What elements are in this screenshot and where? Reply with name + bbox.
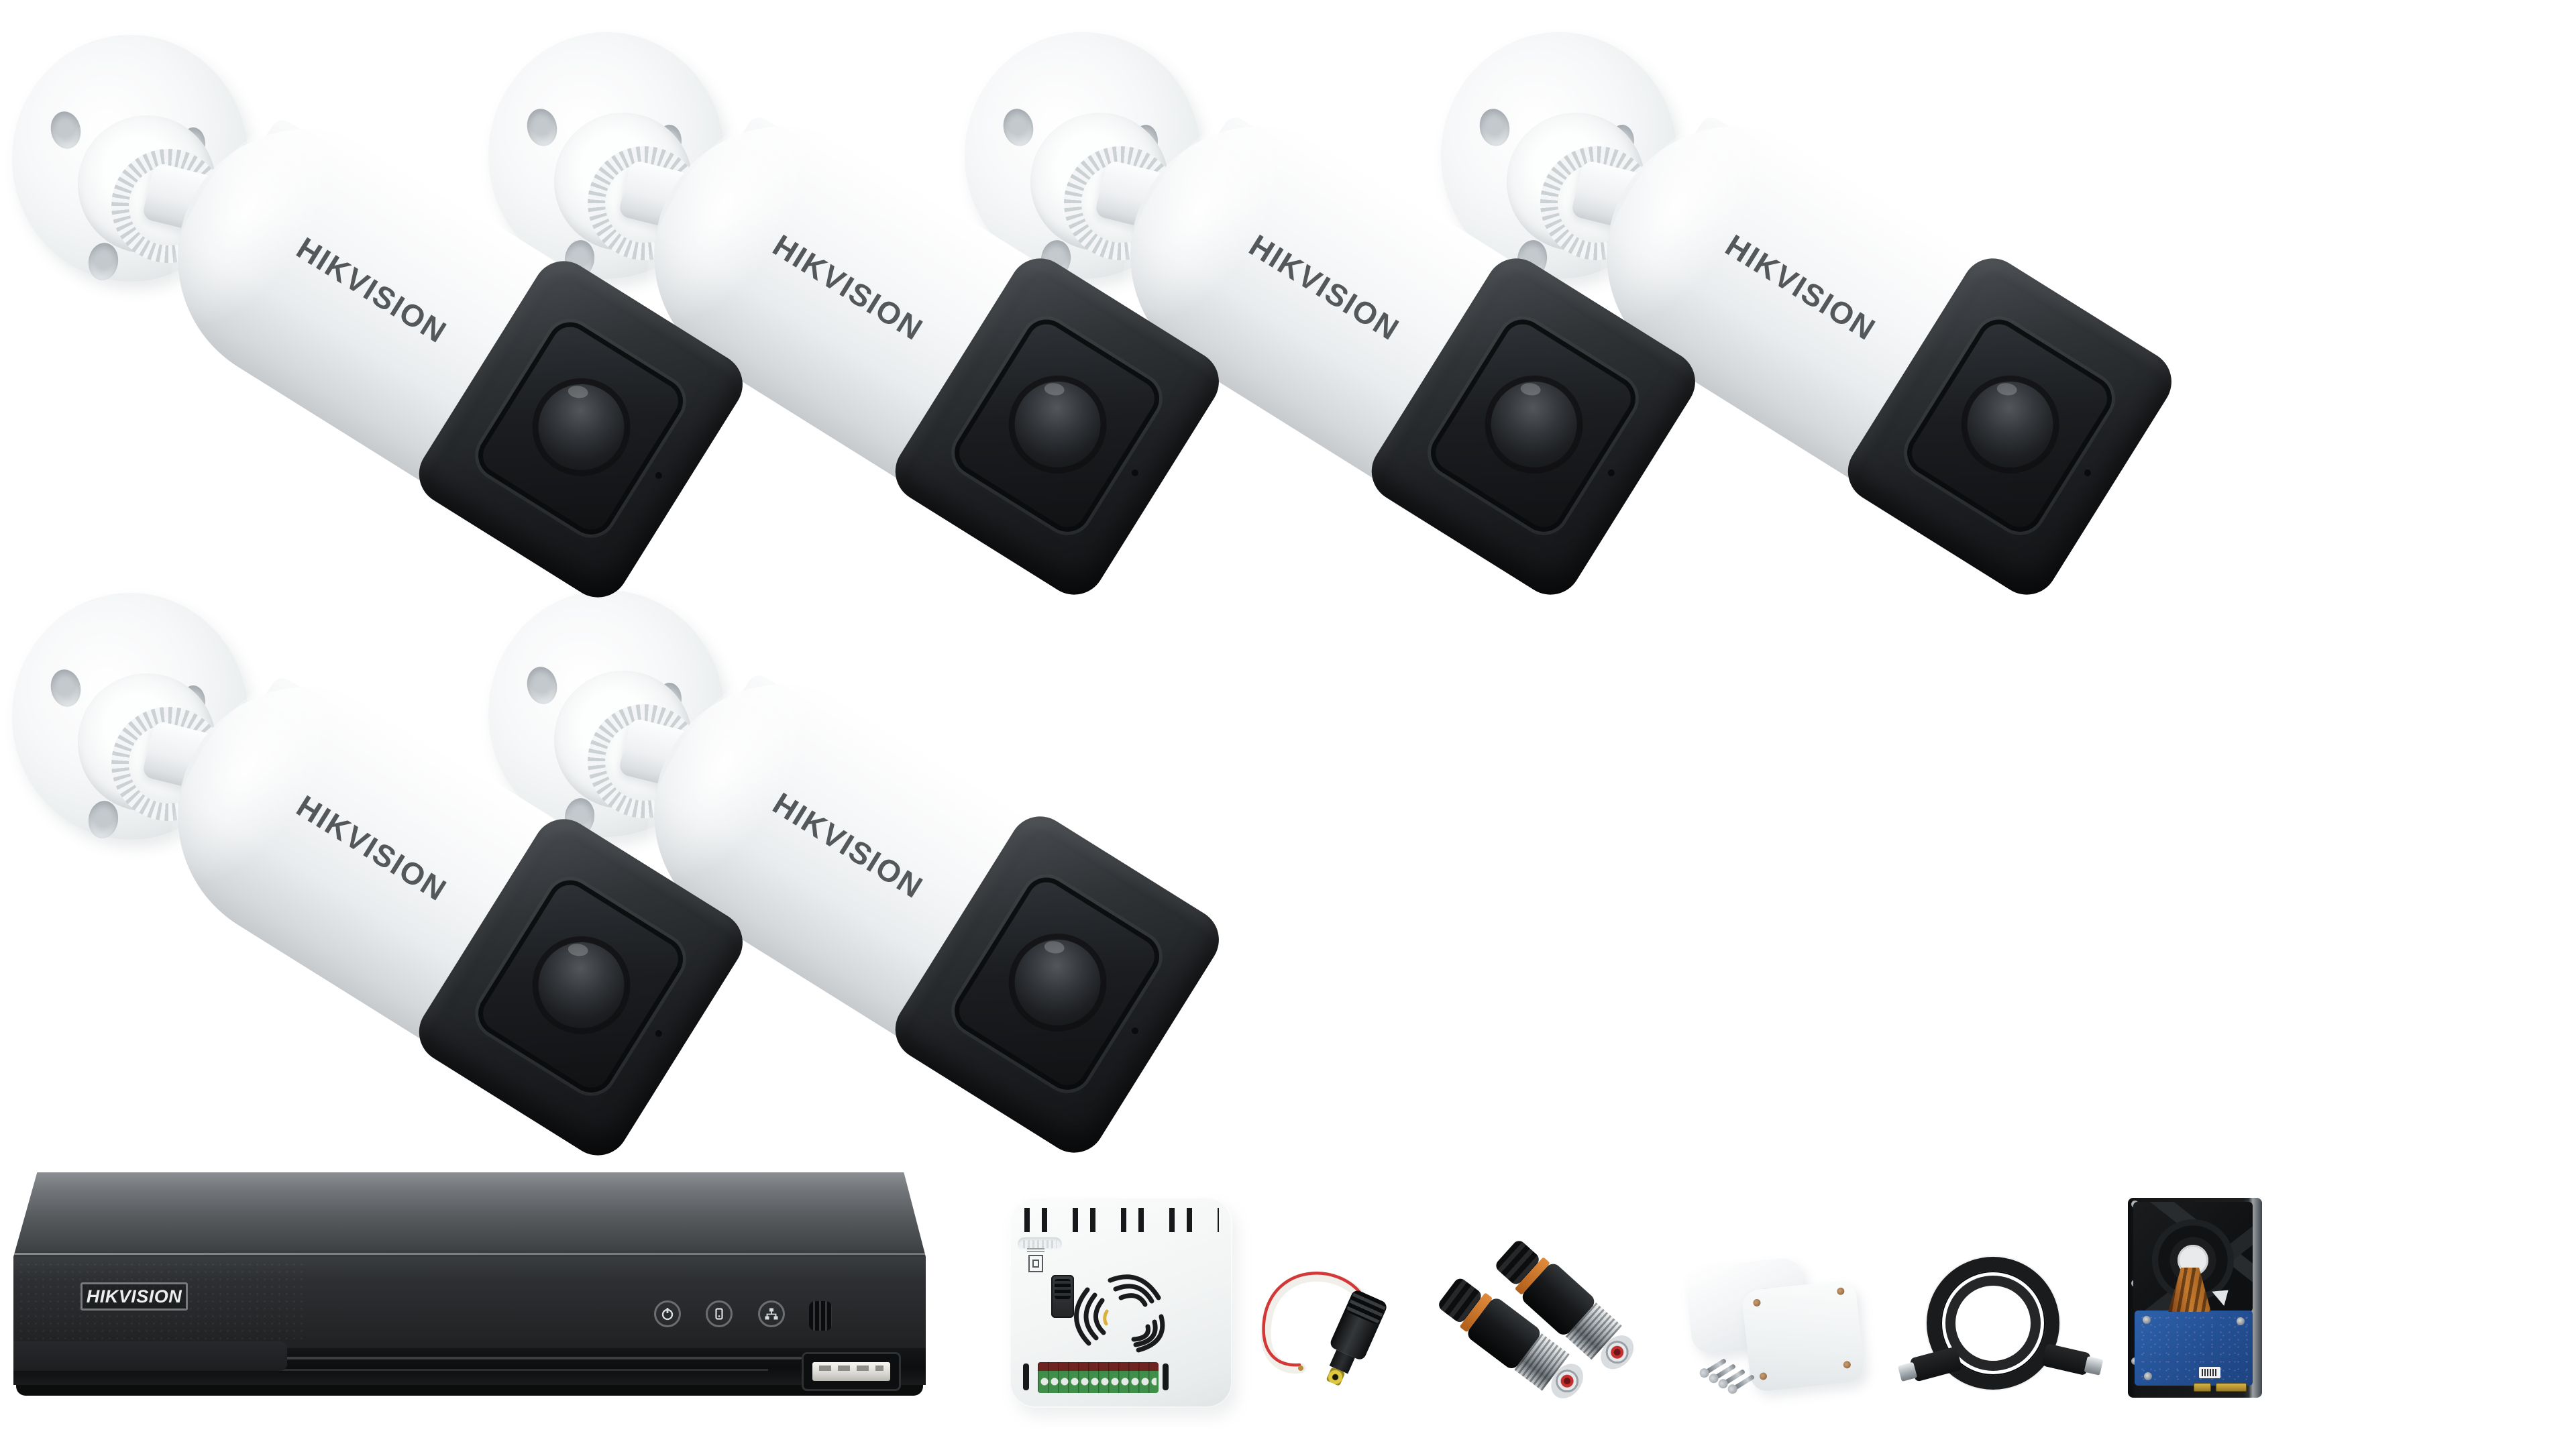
network-indicator-icon bbox=[758, 1300, 785, 1327]
junction-box-base bbox=[1741, 1279, 1866, 1393]
ir-receiver bbox=[809, 1301, 832, 1331]
usb-port-tongue bbox=[812, 1362, 890, 1381]
emboss-detail bbox=[1018, 1237, 1062, 1251]
camera-lens bbox=[513, 917, 649, 1053]
junction-box-hole bbox=[1759, 1372, 1768, 1381]
hdmi-cable-coil bbox=[1909, 1253, 2091, 1400]
hdd-circuit-board bbox=[2135, 1311, 2253, 1386]
power-switch bbox=[1051, 1275, 1074, 1318]
vent-arcs bbox=[1074, 1274, 1165, 1353]
bullet-camera-3: HIKVISION bbox=[965, 16, 1756, 606]
vent-accent bbox=[1103, 1309, 1109, 1326]
power-supply-box bbox=[1010, 1197, 1232, 1408]
mount-screw-hole bbox=[86, 799, 121, 840]
pcb-screw bbox=[2237, 1317, 2245, 1325]
dvr-front-step bbox=[13, 1341, 287, 1371]
junction-box-hole bbox=[1843, 1360, 1851, 1369]
camera-lens bbox=[513, 359, 649, 495]
hdd-mechanism bbox=[2133, 1202, 2253, 1312]
vent-slot bbox=[1023, 1363, 1029, 1390]
camera-lens-window bbox=[470, 871, 692, 1101]
hdd-indicator-icon bbox=[706, 1300, 733, 1327]
usb-port bbox=[802, 1352, 901, 1391]
camera-lens bbox=[989, 915, 1126, 1050]
camera-lens-window bbox=[946, 311, 1168, 541]
dvr-brand-label: HIKVISION bbox=[86, 1286, 182, 1306]
terminal-block bbox=[1038, 1362, 1159, 1393]
mount-screw-hole bbox=[47, 667, 85, 710]
camera-lens-window bbox=[1422, 311, 1644, 541]
hdmi-plug bbox=[2041, 1343, 2091, 1376]
camera-lens-window bbox=[1898, 311, 2121, 541]
camera-lens-window bbox=[470, 313, 692, 543]
sata-connectors bbox=[2194, 1383, 2253, 1392]
hard-drive bbox=[2128, 1198, 2262, 1398]
dvr-front-panel bbox=[13, 1257, 926, 1348]
sata-power-connector bbox=[2194, 1383, 2211, 1392]
power-wire bbox=[1260, 1271, 1369, 1374]
bullet-camera-2: HIKVISION bbox=[488, 16, 1280, 606]
bullet-camera-1: HIKVISION bbox=[12, 19, 804, 609]
camera-lens-window bbox=[946, 869, 1168, 1099]
bnc-connectors bbox=[1436, 1227, 1670, 1415]
camera-brand-label: HIKVISION bbox=[290, 788, 453, 908]
bullet-camera-6: HIKVISION bbox=[488, 574, 1280, 1164]
sata-data-connector bbox=[2216, 1383, 2247, 1392]
dvr-top-panel bbox=[13, 1172, 926, 1257]
camera-lens bbox=[1942, 357, 2078, 492]
pcb-screw bbox=[2143, 1316, 2151, 1324]
hdd-barcode-label bbox=[2199, 1367, 2220, 1378]
junction-box-hole bbox=[1752, 1298, 1761, 1307]
junction-box-hole bbox=[1836, 1287, 1845, 1296]
dvr-recorder: HIKVISION bbox=[13, 1172, 926, 1400]
dvr-brand-logo: HIKVISION bbox=[80, 1282, 188, 1311]
camera-lens bbox=[1466, 357, 1602, 492]
insulation-class-icon bbox=[1028, 1255, 1043, 1272]
pcb-screw bbox=[2144, 1372, 2152, 1380]
junction-box bbox=[1684, 1256, 1882, 1400]
vent-slot bbox=[1163, 1363, 1169, 1390]
camera-lens bbox=[989, 357, 1126, 492]
vent-slots bbox=[1024, 1208, 1219, 1232]
mount-screw-hole bbox=[86, 241, 121, 282]
dc-power-pigtail bbox=[1251, 1261, 1452, 1402]
spec-label bbox=[1026, 1248, 1047, 1276]
mount-screw-hole bbox=[47, 109, 85, 152]
bullet-camera-5: HIKVISION bbox=[12, 577, 804, 1167]
camera-brand-label: HIKVISION bbox=[290, 230, 453, 350]
bullet-camera-4: HIKVISION bbox=[1441, 16, 2233, 606]
camera-mount-base bbox=[488, 32, 724, 280]
dvr-base bbox=[16, 1385, 923, 1396]
power-indicator-icon bbox=[654, 1300, 681, 1327]
